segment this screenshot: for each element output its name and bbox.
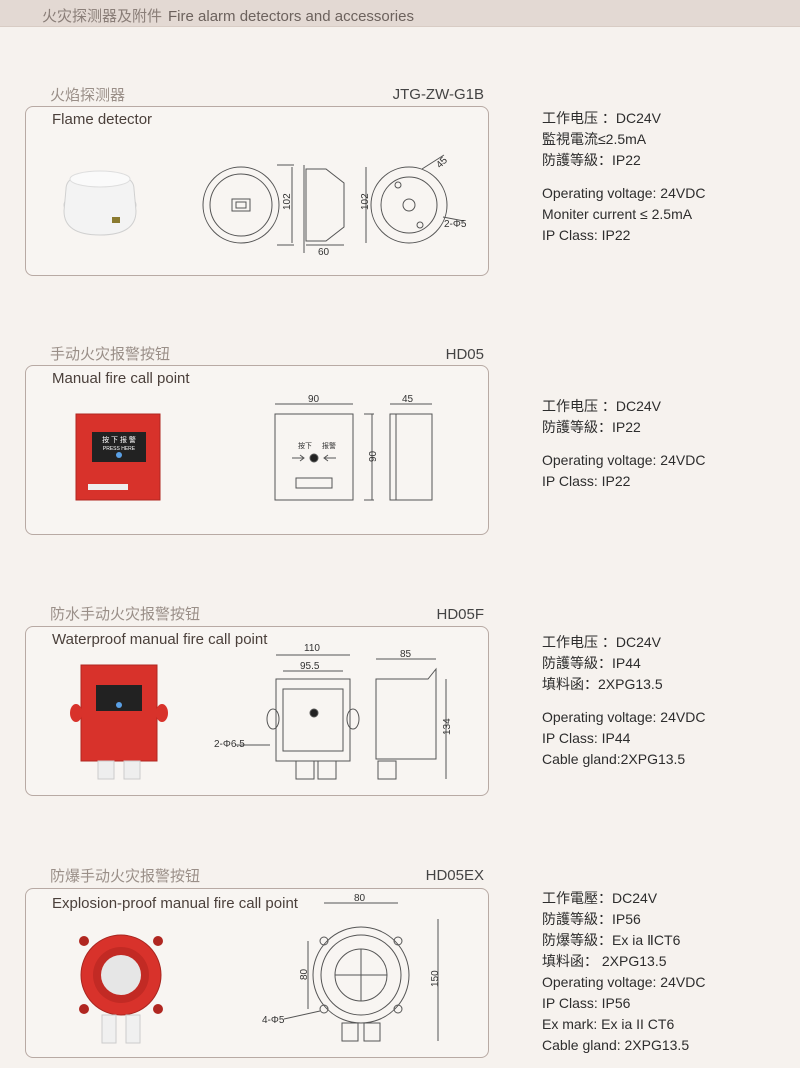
side-view-drawing (375, 658, 447, 780)
explosion-proof-call-point-photo (79, 934, 163, 1044)
spec-line: 防護等級：IP22 (542, 419, 641, 435)
spec-line: 監視電流≤2.5mA (542, 131, 647, 147)
dim-holes: 2-Φ6.5 (214, 739, 245, 750)
side-view-drawing (303, 165, 345, 253)
specs-waterproof-call-point: 工作电压 ：DC24V 防護等級：IP44 填料函：2XPG13.5 Opera… (542, 632, 705, 770)
spec-gap (542, 438, 705, 450)
specs-explosion-proof-call-point: 工作電壓：DC24V 防護等級：IP56 防爆等級：Ex ia ⅡCT6 填料函… (542, 888, 705, 1056)
spec-line: 工作电压 ：DC24V (542, 110, 662, 126)
dim-width: 90 (308, 394, 320, 405)
page-header: 火灾探测器及附件 Fire alarm detectors and accesso… (0, 0, 800, 27)
section-model: HD05EX (425, 867, 484, 884)
spec-line: Ex mark: Ex ia II CT6 (542, 1016, 675, 1032)
dim-inner-width: 95.5 (300, 661, 320, 672)
product-title: Explosion-proof manual fire call point (52, 895, 298, 912)
dim-width: 110 (304, 643, 320, 654)
front-view-drawing (283, 902, 439, 1042)
manual-call-point-drawings: 按 下 报 警 PRESS HERE 按下 报警 90 90 45 (75, 394, 433, 501)
spec-line: 工作電壓：DC24V (542, 890, 658, 906)
header-cn: 火灾探测器及附件 (42, 8, 163, 25)
press-label: 按下 (298, 441, 312, 450)
spec-line: Operating voltage: 24VDC (542, 709, 706, 725)
section-model: HD05 (445, 346, 484, 363)
spec-line: 工作电压 ：DC24V (542, 398, 662, 414)
dim-height-1: 102 (282, 193, 293, 210)
spec-line: 防爆等級：Ex ia ⅡCT6 (542, 932, 681, 948)
dim-height: 134 (442, 718, 453, 735)
spec-line: IP Class: IP56 (542, 995, 631, 1011)
alarm-label: 报警 (322, 441, 336, 450)
front-view-drawing (274, 403, 374, 501)
spec-line: Cable gland: 2XPG13.5 (542, 1037, 690, 1053)
spec-line: Operating voltage: 24VDC (542, 185, 706, 201)
spec-line: 填料函： 2XPG13.5 (542, 953, 667, 969)
dim-depth: 45 (402, 394, 414, 405)
dim-holes: 4-Φ5 (262, 1015, 285, 1026)
explosion-proof-call-point-drawings: 80 80 150 4-Φ5 (79, 893, 441, 1044)
header-en: Fire alarm detectors and accessories (168, 8, 414, 25)
spec-line: Moniter current ≤ 2.5mA (542, 206, 693, 222)
dim-hole-spacing: 80 (299, 968, 310, 980)
side-view-drawing (389, 403, 433, 501)
spec-line: 防護等級：IP22 (542, 152, 641, 168)
spec-line: 工作电压 ：DC24V (542, 634, 662, 650)
dim-height: 90 (368, 450, 379, 462)
spec-line: 填料函：2XPG13.5 (542, 676, 663, 692)
front-view-drawing (202, 164, 294, 246)
dim-holes: 2-Φ5 (444, 219, 467, 230)
product-panel-explosion-proof-call-point: Explosion-proof manual fire call point 8… (25, 888, 489, 1058)
front-view-drawing (236, 654, 360, 780)
product-title: Flame detector (52, 111, 153, 128)
section-cn-title: 火焰探测器 (50, 87, 126, 104)
product-panel-waterproof-call-point: Waterproof manual fire call point 110 95… (25, 626, 489, 796)
section-cn-title: 防水手动火灾报警按钮 (50, 606, 201, 623)
product-panel-manual-call-point: Manual fire call point 按 下 报 警 PRESS HER… (25, 365, 489, 535)
spec-line: Operating voltage: 24VDC (542, 974, 706, 990)
product-panel-flame-detector: Flame detector 102 60 (25, 106, 489, 276)
dim-height-2: 102 (360, 193, 371, 210)
dim-angle: 45 (434, 155, 450, 171)
spec-line: Operating voltage: 24VDC (542, 452, 706, 468)
specs-flame-detector: 工作电压 ：DC24V 監視電流≤2.5mA 防護等級：IP22 Operati… (542, 108, 705, 246)
spec-line: IP Class: IP22 (542, 473, 631, 489)
flame-detector-photo (63, 170, 137, 236)
dim-depth: 60 (318, 247, 330, 258)
dim-depth: 85 (400, 649, 412, 660)
back-view-drawing (365, 154, 465, 244)
spec-gap (542, 171, 705, 183)
product-title: Waterproof manual fire call point (52, 631, 268, 648)
specs-manual-call-point: 工作电压 ：DC24V 防護等級：IP22 Operating voltage:… (542, 396, 705, 492)
manual-call-point-photo: 按 下 报 警 PRESS HERE (75, 413, 161, 501)
flame-detector-drawings: 102 60 102 45 2-Φ5 (63, 154, 467, 258)
spec-gap (542, 695, 705, 707)
header-title: 火灾探测器及附件 Fire alarm detectors and accesso… (42, 5, 414, 26)
spec-line: 防護等級：IP44 (542, 655, 641, 671)
spec-line: IP Class: IP44 (542, 730, 631, 746)
section-cn-title: 手动火灾报警按钮 (50, 346, 171, 363)
section-model: HD05F (436, 606, 484, 623)
dim-width: 80 (354, 893, 366, 904)
product-title: Manual fire call point (52, 370, 190, 387)
spec-line: 防護等級：IP56 (542, 911, 641, 927)
device-label: 按 下 报 警 (102, 435, 136, 444)
section-model: JTG-ZW-G1B (392, 86, 484, 103)
waterproof-call-point-drawings: 110 95.5 2-Φ6.5 85 134 (70, 643, 453, 780)
dim-height: 150 (430, 970, 441, 987)
spec-line: Cable gland:2XPG13.5 (542, 751, 686, 767)
section-cn-title: 防爆手动火灾报警按钮 (50, 868, 201, 885)
waterproof-call-point-photo (70, 664, 168, 780)
spec-line: IP Class: IP22 (542, 227, 631, 243)
device-label-en: PRESS HERE (103, 446, 136, 452)
